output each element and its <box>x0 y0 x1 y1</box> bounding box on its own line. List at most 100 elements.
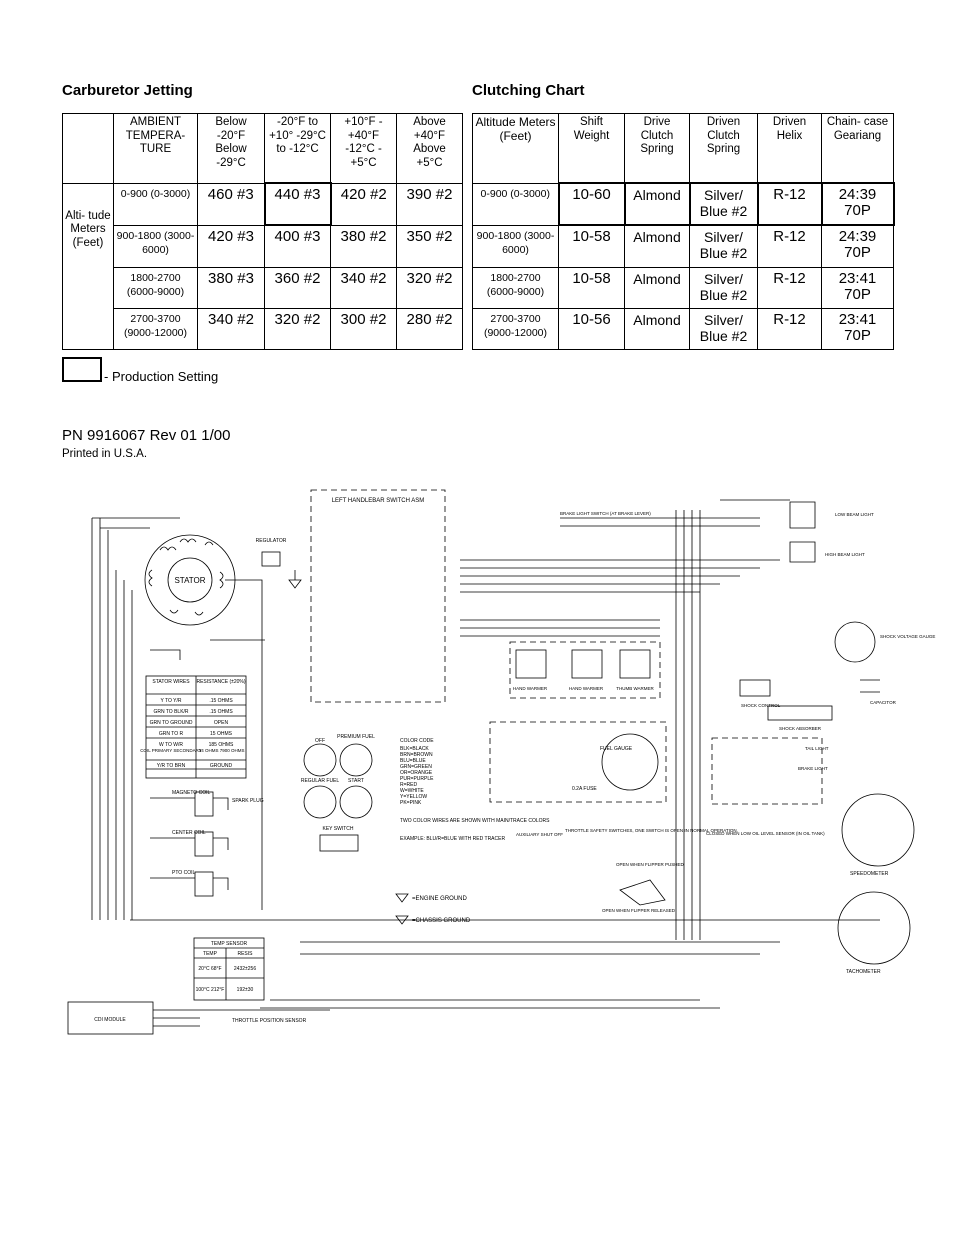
jet-cell: 380 #2 <box>330 224 397 268</box>
shock-voltage-gauge <box>834 621 876 663</box>
clutch-col-header: Driven Clutch Spring <box>689 113 758 184</box>
color-code-item: BLK=BLACK <box>400 746 429 752</box>
table-header-row: AMBIENT TEMPERA- TURE Below -20°F Below … <box>62 113 894 184</box>
regulator-label: REGULATOR <box>256 538 287 544</box>
shock-absorber <box>767 705 833 721</box>
hand-warmer-label: HAND WARMER <box>569 686 604 691</box>
clutch-cell: 23:41 70P <box>821 266 894 309</box>
harness-top-wires <box>92 517 180 529</box>
jet-cell: 300 #2 <box>330 307 397 351</box>
color-code-item: GRN=GREEN <box>400 764 432 770</box>
jet-cell: 360 #2 <box>264 266 331 309</box>
tachometer-label: TACHOMETER <box>846 969 881 975</box>
jetting-clutching-table: AMBIENT TEMPERA- TURE Below -20°F Below … <box>62 113 895 351</box>
tachometer <box>837 891 911 965</box>
clutch-cell: R-12 <box>757 307 822 351</box>
clutch-col-header: Drive Clutch Spring <box>624 113 690 184</box>
altitude-cell: 0-900 (0-3000) <box>113 182 198 226</box>
clutch-cell: 24:39 70P <box>821 224 894 268</box>
clutch-cell: Almond <box>624 224 690 268</box>
stator-table-cell: 185 OHMS <box>209 742 234 748</box>
color-code-title: COLOR CODE <box>400 738 434 744</box>
table-row: 2700-3700 (9000-12000) 340 #2 320 #2 300… <box>63 307 894 351</box>
color-code-item: BRN=BROWN <box>400 752 433 758</box>
wiring-diagram: LEFT HANDLEBAR SWITCH ASM STATOR REGULAT… <box>67 489 935 1035</box>
shock-control <box>739 679 771 697</box>
jet-cell: 320 #2 <box>264 307 331 351</box>
stator-table-cell: GRN TO R <box>159 731 184 737</box>
tail-light-box <box>711 737 823 805</box>
open-released-label: OPEN WHEN FLIPPER RELEASED <box>602 908 676 913</box>
stator-table-header: RESISTANCE (±20%) <box>196 679 245 685</box>
clutch-cell: Silver/ Blue #2 <box>689 307 758 351</box>
handlebar-switch-box <box>310 489 446 703</box>
jet-cell: 380 #3 <box>197 266 265 309</box>
stator-table-cell: OPEN <box>214 720 229 726</box>
spark-plug-label: SPARK PLUG <box>232 798 264 804</box>
jet-cell: 320 #2 <box>396 266 463 309</box>
clutch-col-header: Driven Helix <box>757 113 822 184</box>
clutch-cell: 23:41 70P <box>821 307 894 351</box>
production-setting-label: - Production Setting <box>104 369 219 384</box>
capacitor <box>860 679 880 693</box>
stator-label: STATOR <box>174 576 205 585</box>
temp-table-cell: 100°C 212°F <box>196 987 225 993</box>
jet-cell: 350 #2 <box>396 224 463 268</box>
temp-table-header: RESIS <box>237 951 253 957</box>
ambient-header: AMBIENT TEMPERA- TURE <box>113 113 198 184</box>
clutch-cell: R-12 <box>757 266 822 309</box>
temp-table-cell: 192±30 <box>237 987 254 993</box>
jet-cell: 340 #2 <box>330 266 397 309</box>
aux-shutoff-label: AUXILIARY SHUT OFF <box>516 832 563 837</box>
jet-cell: 390 #2 <box>396 182 463 226</box>
fuel-gauge-label: FUEL GAUGE <box>600 746 633 752</box>
bottom-harness-wires <box>130 919 880 955</box>
engine-ground-label: =ENGINE GROUND <box>412 896 468 902</box>
color-code-item: PK=PINK <box>400 800 422 806</box>
part-number: PN 9916067 Rev 01 1/00 <box>62 427 231 444</box>
stator-resistance-table <box>145 675 247 779</box>
color-code-item: Y=YELLOW <box>400 794 427 800</box>
color-code-item: OR=ORANGE <box>400 770 433 776</box>
clutch-cell: Almond <box>624 307 690 351</box>
jet-cell: 280 #2 <box>396 307 463 351</box>
temp-sensor-table <box>193 937 265 1001</box>
temp-table-header: TEMP <box>203 951 218 957</box>
stator-table-cell: 15 OHMS <box>210 731 233 737</box>
clutch-cell: 10-60 <box>557 181 626 227</box>
table-row: 1800-2700 (6000-9000) 380 #3 360 #2 340 … <box>63 266 894 309</box>
stator-table-cell: GROUND <box>210 763 233 769</box>
clutch-col-header: Chain- case Geariang <box>821 113 894 184</box>
open-flipper-label: OPEN WHEN FLIPPER PUSHED <box>616 862 685 867</box>
temp-table-cell: 20°C 68°F <box>198 966 221 972</box>
low-beam-light <box>789 501 816 529</box>
jet-cell-production: 440 #3 <box>263 181 332 227</box>
brake-switch-label: BRAKE LIGHT SWITCH (AT BRAKE LEVER) <box>560 511 651 516</box>
note-two-color: TWO COLOR WIRES ARE SHOWN WITH MAIN/TRAC… <box>400 818 550 824</box>
stator-table-header: STATOR WIRES <box>152 679 190 685</box>
brake-light-label: BRAKE LIGHT <box>798 766 828 771</box>
color-code-item: W=WHITE <box>400 788 424 794</box>
stator-table-cell: .15 OHMS <box>209 698 233 704</box>
clutch-cell: Silver/ Blue #2 <box>688 181 759 227</box>
altitude-cell: 1800-2700 (6000-9000) <box>472 266 559 309</box>
temp-col-header: -20°F to +10° -29°C to -12°C <box>264 113 331 184</box>
altitude-cell: 900-1800 (3000-6000) <box>113 224 198 268</box>
clutch-cell: Almond <box>624 266 690 309</box>
shock-absorber-label: SHOCK ABSORBER <box>779 726 822 731</box>
chassis-ground-label: =CHASSIS GROUND <box>412 918 471 924</box>
clutch-cell: Silver/ Blue #2 <box>689 266 758 309</box>
altitude-cell: 2700-3700 (9000-12000) <box>113 307 198 351</box>
jet-cell: 460 #3 <box>197 182 265 226</box>
stator-table-cell: .15 OHMS <box>209 709 233 715</box>
clutch-cell: 10-58 <box>558 224 625 268</box>
fuel-gauge-box <box>489 721 667 803</box>
jet-cell: 420 #2 <box>330 182 397 226</box>
capacitor-label: CAPACITOR <box>870 700 897 705</box>
stator: STATOR <box>144 534 236 626</box>
altitude-cell: 2700-3700 (9000-12000) <box>472 307 559 351</box>
temp-col-header: Above +40°F Above +5°C <box>396 113 463 184</box>
production-setting-swatch <box>62 357 102 382</box>
key-switch <box>303 743 373 852</box>
temp-col-header: +10°F - +40°F -12°C - +5°C <box>330 113 397 184</box>
